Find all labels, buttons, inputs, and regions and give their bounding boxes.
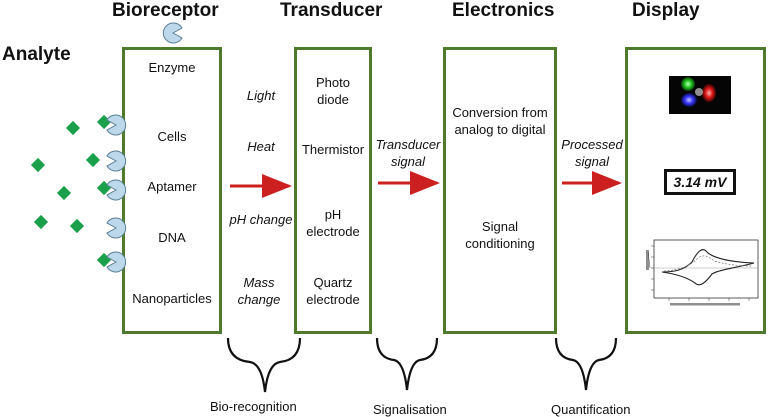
transducer-item-thermistor: Thermistor — [301, 142, 365, 157]
cyclic-voltammogram-icon — [645, 233, 762, 313]
bio-recognition-label: Bio-recognition — [210, 399, 297, 414]
processed-signal-label: Processed signal — [561, 137, 623, 169]
transducer-signal-label: Transducer signal — [375, 137, 441, 169]
brace-signalisation — [375, 337, 439, 391]
brace-bio-recognition — [226, 337, 302, 393]
stimulus-mass-change: Mass change — [237, 275, 281, 307]
bioreceptor-item-cells: Cells — [157, 129, 187, 144]
electronics-box — [443, 47, 557, 334]
bioreceptor-item-nanoparticles: Nanoparticles — [132, 291, 212, 306]
analyte-diamond-icon — [33, 214, 49, 230]
receptor-pacman-icon — [106, 150, 127, 172]
receptor-pacman-icon — [106, 251, 127, 273]
led-photo-icon — [669, 76, 731, 114]
electronics-item-signal-conditioning: Signal conditioning — [465, 219, 535, 251]
analyte-diamonds — [30, 114, 112, 268]
analyte-diamond-icon — [56, 185, 72, 201]
stimulus-heat: Heat — [247, 139, 275, 154]
analyte-heading: Analyte — [2, 44, 71, 65]
receptor-pacman-icon — [162, 22, 183, 44]
stimulus-light: Light — [246, 88, 276, 103]
electronics-heading: Electronics — [452, 0, 555, 21]
bioreceptor-item-enzyme: Enzyme — [148, 60, 196, 75]
bioreceptor-heading: Bioreceptor — [112, 0, 219, 21]
bioreceptor-item-dna: DNA — [158, 230, 186, 245]
transducer-heading: Transducer — [280, 0, 383, 21]
signalisation-label: Signalisation — [373, 402, 447, 417]
quantification-label: Quantification — [551, 402, 631, 417]
transducer-box — [294, 47, 372, 334]
analyte-diamond-icon — [65, 120, 81, 136]
transducer-item-ph-electrode: pH electrode — [306, 207, 360, 239]
receptor-pacman-icon — [106, 217, 127, 239]
receptor-pacman-icon — [106, 179, 127, 201]
transducer-item-quartz-electrode: Quartz electrode — [306, 275, 360, 307]
display-heading: Display — [632, 0, 700, 21]
receptor-pacman-icon — [106, 114, 127, 136]
brace-quantification — [554, 337, 618, 391]
analyte-diamond-icon — [85, 152, 101, 168]
braces — [226, 337, 618, 393]
stimulus-ph-change: pH change — [229, 212, 293, 227]
transducer-item-photo-diode: Photo diode — [316, 75, 350, 107]
receptors — [106, 22, 183, 273]
bioreceptor-item-aptamer: Aptamer — [147, 179, 197, 194]
electronics-item-conversion: Conversion from analog to digital — [452, 105, 548, 137]
analyte-diamond-icon — [30, 157, 46, 173]
analyte-diamond-icon — [69, 218, 85, 234]
display-value-readout: 3.14 mV — [664, 169, 736, 195]
